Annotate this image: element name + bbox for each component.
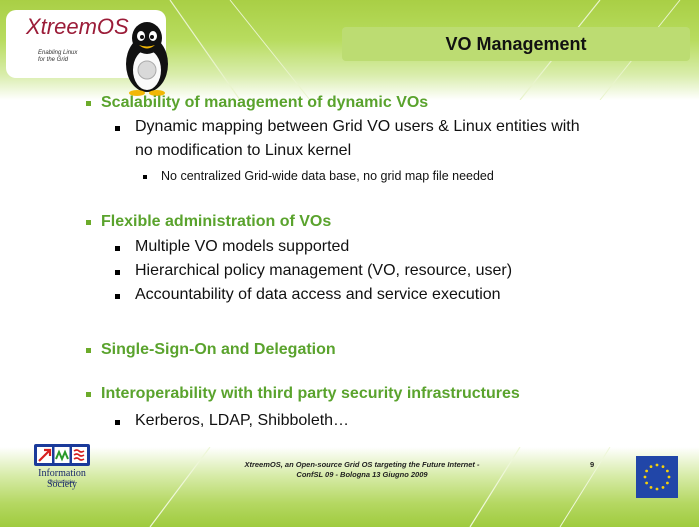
footer-line-2: ConfSL 09 - Bologna 13 Giugno 2009 (296, 470, 428, 479)
bullet-marker (86, 392, 91, 397)
bullet-marker (86, 220, 91, 225)
bullet-text: Single-Sign-On and Delegation (101, 341, 336, 358)
bullet-text: Scalability of management of dynamic VOs (101, 94, 429, 111)
title-bar: VO Management (342, 27, 690, 61)
bullet-text: Flexible administration of VOs (101, 213, 332, 230)
infosoc-label: Information Society (38, 468, 86, 490)
information-society-logo: Information Society Technologies (26, 442, 98, 498)
bullet-text: no modification to Linux kernel (135, 142, 352, 159)
bullet-marker (143, 175, 147, 179)
logo-tagline-2: for the Grid (38, 57, 69, 63)
bullet-text: Hierarchical policy management (VO, reso… (135, 262, 513, 279)
bullet-text: No centralized Grid-wide data base, no g… (161, 169, 494, 183)
penguin-icon (126, 22, 168, 96)
slide-header: XtreemOS Enabling Linux for the Grid VO (0, 0, 699, 100)
bullet-text: Interoperability with third party securi… (101, 385, 520, 402)
bullet-text: Accountability of data access and servic… (135, 286, 501, 303)
bullet-text: Multiple VO models supported (135, 238, 350, 255)
slide-title: VO Management (445, 34, 587, 54)
eu-stars (643, 463, 671, 491)
logo-tagline: Enabling Linux for the Grid (38, 50, 77, 64)
bullet-marker (86, 101, 91, 106)
bullet-text: Kerberos, LDAP, Shibboleth… (135, 412, 350, 429)
infosoc-sublabel: Technologies (48, 480, 76, 485)
bullet-marker (115, 270, 120, 275)
information-society-icon (34, 444, 90, 466)
bullet-marker (115, 420, 120, 425)
logo-tagline-1: Enabling Linux (38, 50, 78, 56)
bullet-marker (115, 294, 120, 299)
eu-flag-icon (636, 456, 678, 498)
footer-caption: XtreemOS, an Open-source Grid OS targeti… (212, 460, 512, 480)
slide-footer (0, 447, 699, 527)
bullet-marker (115, 246, 120, 251)
page-number: 9 (590, 460, 595, 469)
footer-decoration (149, 447, 611, 527)
bullet-marker (86, 348, 91, 353)
footer-line-1: XtreemOS, an Open-source Grid OS targeti… (244, 460, 480, 469)
bullet-text: Dynamic mapping between Grid VO users & … (135, 118, 580, 135)
bullet-marker (115, 126, 120, 131)
logo-brand: XtreemOS (26, 14, 129, 39)
xtreemos-logo: XtreemOS Enabling Linux for the Grid (6, 10, 168, 96)
